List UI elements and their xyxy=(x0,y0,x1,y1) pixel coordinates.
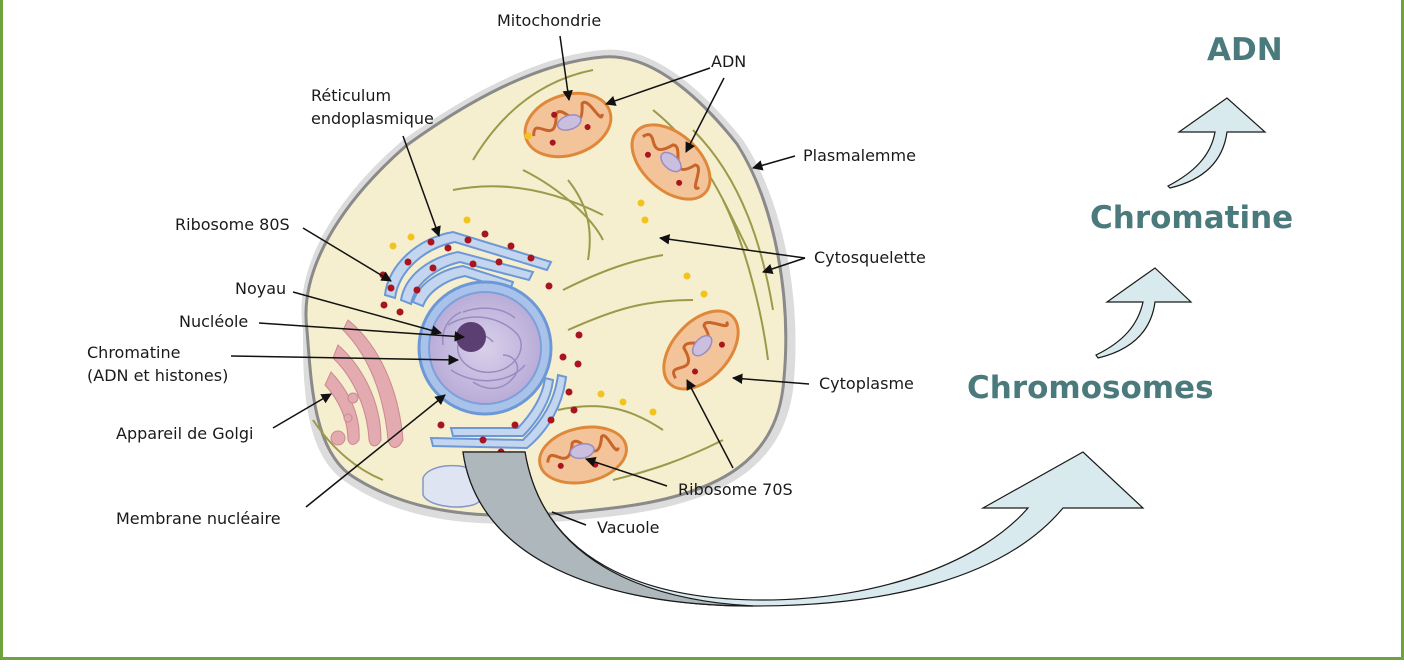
label-ribosome-70s: Ribosome 70S xyxy=(678,480,793,499)
leader-ribosome80s xyxy=(302,227,392,282)
leader-cytosquelette-1 xyxy=(658,234,806,259)
leader-cytoplasme xyxy=(731,373,810,385)
label-ribosome-80s: Ribosome 80S xyxy=(175,215,290,234)
big-arrow-tail xyxy=(462,451,754,607)
label-chromatine-2: (ADN et histones) xyxy=(87,366,228,385)
label-adn-mitochondrial: ADN xyxy=(711,52,746,71)
leader-nucleole xyxy=(258,322,466,342)
label-golgi: Appareil de Golgi xyxy=(116,424,253,443)
label-noyau: Noyau xyxy=(235,279,286,298)
leader-noyau xyxy=(292,291,443,336)
cell-diagram: Mitochondrie ADN Réticulum endoplasmique… xyxy=(87,11,1293,607)
golgi-apparatus xyxy=(324,319,404,448)
label-chromatine-1: Chromatine xyxy=(87,343,180,362)
leader-cytosquelette-2 xyxy=(762,257,806,274)
label-cytoplasme: Cytoplasme xyxy=(819,374,914,393)
leader-adn-2 xyxy=(685,77,725,153)
nucleus xyxy=(417,280,553,416)
nucleolus xyxy=(456,322,486,352)
mitochondria xyxy=(523,91,740,485)
label-vacuole: Vacuole xyxy=(597,518,660,537)
leader-mitochondrie xyxy=(559,35,573,102)
leader-ribosome70s-1 xyxy=(585,457,668,487)
label-cytosquelette: Cytosquelette xyxy=(814,248,926,267)
leader-golgi xyxy=(272,393,332,429)
cytoplasm-granules xyxy=(389,132,708,416)
label-reticulum-2: endoplasmique xyxy=(311,109,434,128)
arrow-chromatine-to-adn xyxy=(1166,97,1267,189)
leader-plasmalemme xyxy=(751,155,796,171)
leader-vacuole xyxy=(551,511,587,526)
label-plasmalemme: Plasmalemme xyxy=(803,146,916,165)
leader-reticulum xyxy=(402,135,441,237)
ribosomes-80s xyxy=(379,230,583,456)
leader-membrane xyxy=(305,394,446,508)
label-membrane-nucleaire: Membrane nucléaire xyxy=(116,509,281,528)
label-nucleole: Nucléole xyxy=(179,312,248,331)
arrow-chromosomes-to-chromatine xyxy=(1095,267,1193,359)
hierarchy-adn: ADN xyxy=(1207,32,1283,68)
hierarchy-chromatine: Chromatine xyxy=(1090,200,1293,236)
label-mitochondrie: Mitochondrie xyxy=(497,11,601,30)
hierarchy-chromosomes: Chromosomes xyxy=(967,370,1214,406)
leader-chromatine xyxy=(230,354,460,366)
leader-ribosome70s-2 xyxy=(686,379,734,469)
leader-adn-1 xyxy=(605,67,711,106)
label-reticulum-1: Réticulum xyxy=(311,86,391,105)
